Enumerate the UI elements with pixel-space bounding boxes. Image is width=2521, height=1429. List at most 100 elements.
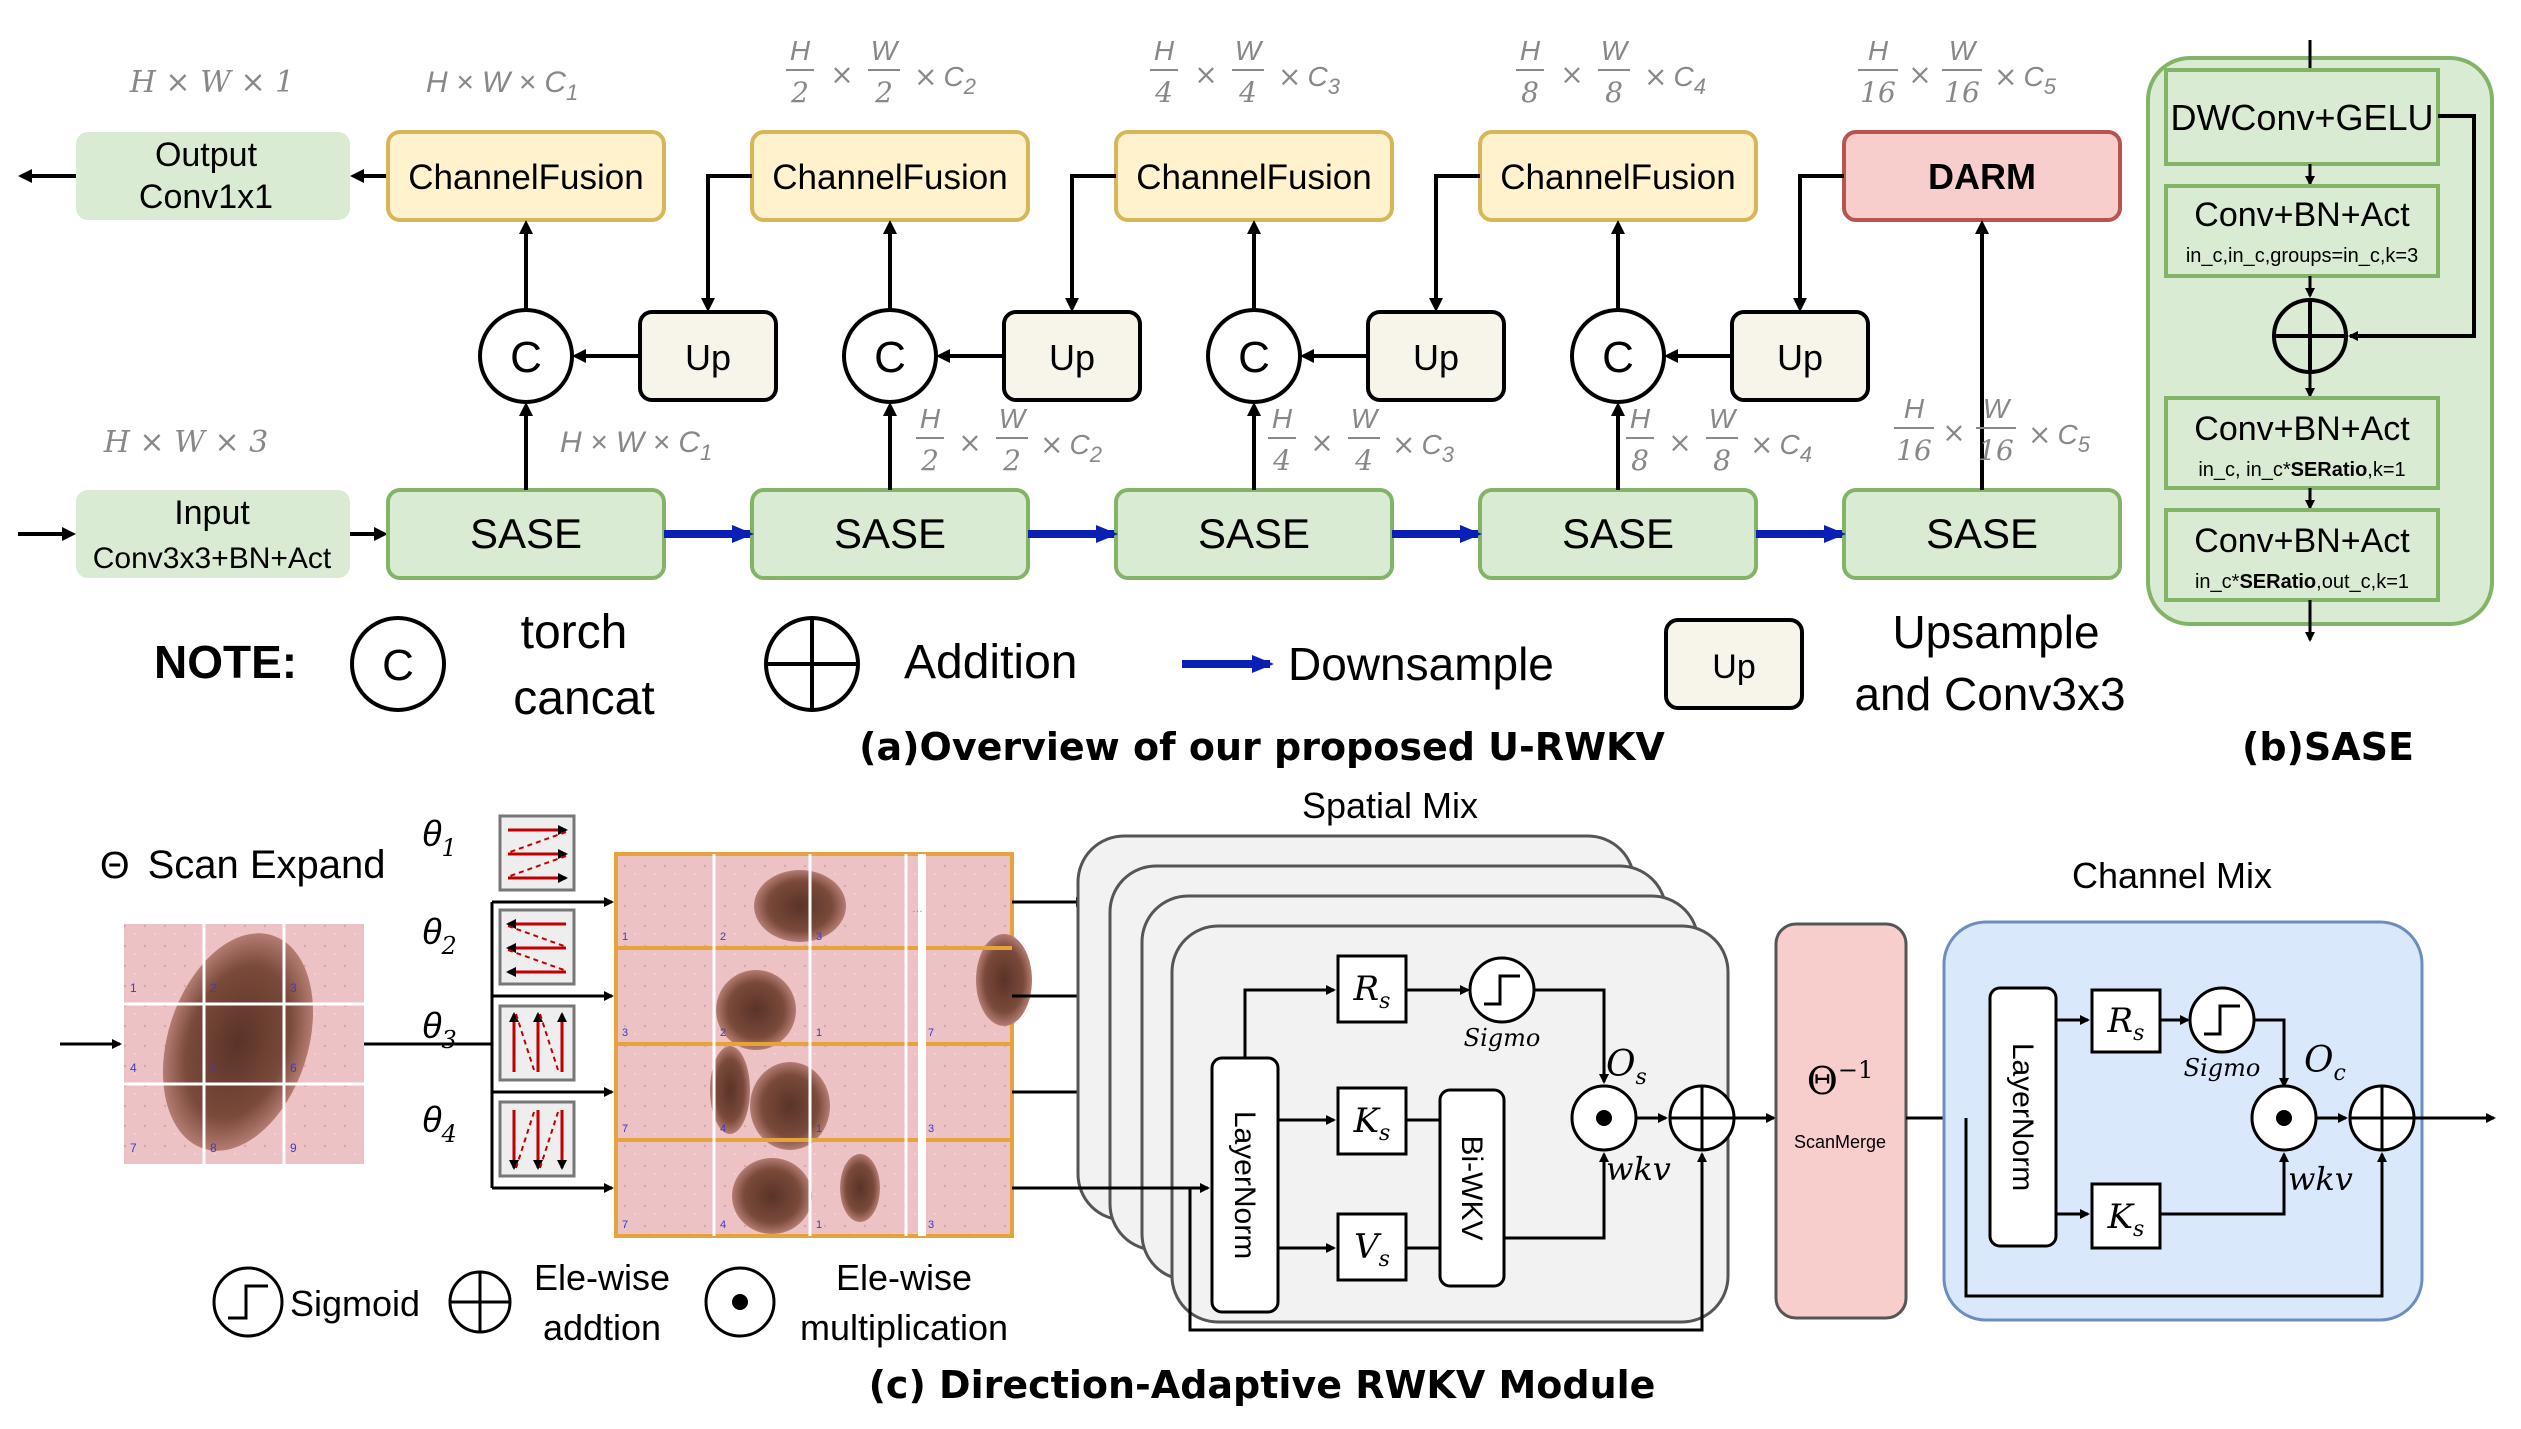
svg-text:C: C	[382, 641, 414, 690]
svg-text:C: C	[1602, 333, 1634, 382]
top-dim-2: H 2 × W 2 ×C2	[786, 35, 976, 109]
svg-text:2: 2	[920, 444, 939, 477]
top-dim-4: H 8 × W 8 ×C4	[1516, 35, 1706, 109]
svg-text:SASE: SASE	[1926, 510, 2038, 557]
svg-text:4: 4	[1154, 76, 1173, 109]
svg-text:×C2: ×C2	[1040, 428, 1102, 467]
svg-text:×: ×	[830, 58, 853, 91]
scan-direction-icon-3	[498, 1004, 576, 1082]
input-box	[76, 490, 350, 578]
dwconv-box	[2164, 68, 2440, 166]
sase-conv2-box	[2164, 396, 2440, 490]
svg-text:4: 4	[1238, 76, 1257, 109]
svg-text:θ1: θ1	[422, 813, 457, 862]
stage-3-connectors: C Up	[1206, 174, 1506, 490]
sase-caption: (b)SASE	[2242, 725, 2414, 769]
svg-text:×: ×	[1908, 58, 1931, 91]
svg-text:H: H	[1904, 393, 1925, 424]
svg-text:1: 1	[622, 931, 628, 943]
darm-block: DARM	[1842, 130, 2122, 222]
svg-text:Upsample: Upsample	[1892, 606, 2099, 658]
svg-text:H: H	[1868, 35, 1889, 66]
cm-ks-box	[2090, 1182, 2162, 1250]
svg-text:16: 16	[1896, 434, 1932, 467]
svg-text:ChannelFusion: ChannelFusion	[408, 158, 643, 197]
output-box-line1: Output	[155, 136, 258, 174]
patch-sequences: 1 2 3 … 3 2 1 7 7 4 1 3 7 4 1 3	[614, 852, 1032, 1238]
svg-text:in_c,in_c,groups=in_c,k=3: in_c,in_c,groups=in_c,k=3	[2186, 245, 2418, 267]
svg-text:×: ×	[958, 426, 981, 459]
svg-text:×: ×	[1560, 58, 1583, 91]
svg-text:LayerNorm: LayerNorm	[2006, 1043, 2039, 1191]
svg-text:W: W	[1949, 35, 1978, 66]
svg-text:4: 4	[1272, 444, 1291, 477]
svg-text:θ4: θ4	[422, 1099, 457, 1148]
svg-text:W: W	[1235, 35, 1264, 66]
svg-text:H: H	[1154, 35, 1175, 66]
ks-box	[1336, 1086, 1408, 1156]
stage-4-connectors: C Up	[1570, 174, 1870, 490]
scan-direction-icon-1	[498, 814, 576, 892]
svg-text:5: 5	[210, 1061, 217, 1075]
note-label: NOTE:	[154, 636, 297, 688]
theta-labels: θ1 θ2 θ3 θ4	[422, 813, 457, 1148]
sase-conv3-box	[2164, 508, 2440, 602]
add-legend-icon	[448, 1270, 512, 1334]
biwkv-box	[1438, 1088, 1506, 1288]
cm-rs-box	[2090, 988, 2162, 1054]
channel-fusion-3: ChannelFusion	[1114, 130, 1394, 222]
scanmerge-box	[1774, 922, 1908, 1320]
output-dim: H × W × 1	[129, 65, 295, 100]
svg-text:SASE: SASE	[1198, 510, 1310, 557]
svg-text:W: W	[1709, 403, 1738, 434]
note-legend: NOTE: C torch cancat Addition Downsample…	[154, 606, 2126, 725]
svg-text:16: 16	[1944, 76, 1980, 109]
svg-text:7: 7	[130, 1141, 137, 1155]
svg-text:8: 8	[1605, 76, 1623, 109]
bottom-dim-2: H 2 × W 2 ×C2	[916, 403, 1102, 477]
svg-text:×C5: ×C5	[2028, 418, 2091, 457]
sigmoid-legend-icon	[212, 1266, 284, 1338]
scan-direction-icon-2	[498, 908, 576, 986]
svg-text:and Conv3x3: and Conv3x3	[1854, 668, 2125, 720]
addition-legend-icon	[764, 616, 860, 712]
svg-text:1: 1	[816, 1123, 822, 1135]
sase-5: SASE	[1842, 488, 2122, 580]
channel-mix-label: Channel Mix	[2072, 855, 2272, 896]
svg-text:wkv: wkv	[1606, 1150, 1671, 1188]
bottom-dim-4: H 8 × W 8 ×C4	[1626, 403, 1812, 477]
top-dim-5: H 16 × W 16 ×C5	[1858, 35, 2057, 109]
svg-text:×C5: ×C5	[1994, 60, 2057, 99]
svg-text:ScanMerge: ScanMerge	[1794, 1132, 1886, 1152]
sase-add-icon	[2272, 298, 2348, 374]
bottom-dim-3: H 4 × W 4 ×C3	[1268, 403, 1455, 477]
svg-text:C: C	[1238, 333, 1270, 382]
stage-2-connectors: C Up	[842, 174, 1142, 490]
svg-text:H: H	[790, 35, 811, 66]
top-dim-1: H × W × C1	[426, 66, 578, 105]
svg-text:×: ×	[1310, 426, 1333, 459]
sigmoid-icon-spatial	[1468, 956, 1536, 1024]
svg-text:4: 4	[130, 1061, 137, 1075]
svg-text:W: W	[1351, 403, 1380, 434]
svg-text:16: 16	[1860, 76, 1896, 109]
svg-text:ChannelFusion: ChannelFusion	[1500, 158, 1735, 197]
channel-fusion-2: ChannelFusion	[750, 130, 1030, 222]
rs-box	[1336, 954, 1408, 1024]
svg-text:Ele-wise: Ele-wise	[836, 1257, 972, 1298]
svg-text:W: W	[999, 403, 1028, 434]
module-caption: (c) Direction-Adaptive RWKV Module	[869, 1363, 1656, 1407]
svg-text:7: 7	[622, 1219, 628, 1231]
svg-text:2: 2	[1002, 444, 1021, 477]
spatial-mix-label: Spatial Mix	[1302, 785, 1478, 826]
svg-text:Ks: Ks	[1353, 1101, 1391, 1146]
sase-section: DWConv+GELU Conv+BN+Act in_c,in_c,groups…	[2146, 40, 2494, 769]
svg-text:6: 6	[290, 1061, 297, 1075]
svg-text:×C4: ×C4	[1644, 60, 1706, 99]
concat-legend-icon	[350, 616, 446, 712]
svg-text:ChannelFusion: ChannelFusion	[772, 158, 1007, 197]
svg-text:8: 8	[1713, 444, 1731, 477]
top-dim-3: H 4 × W 4 ×C3	[1150, 35, 1341, 109]
